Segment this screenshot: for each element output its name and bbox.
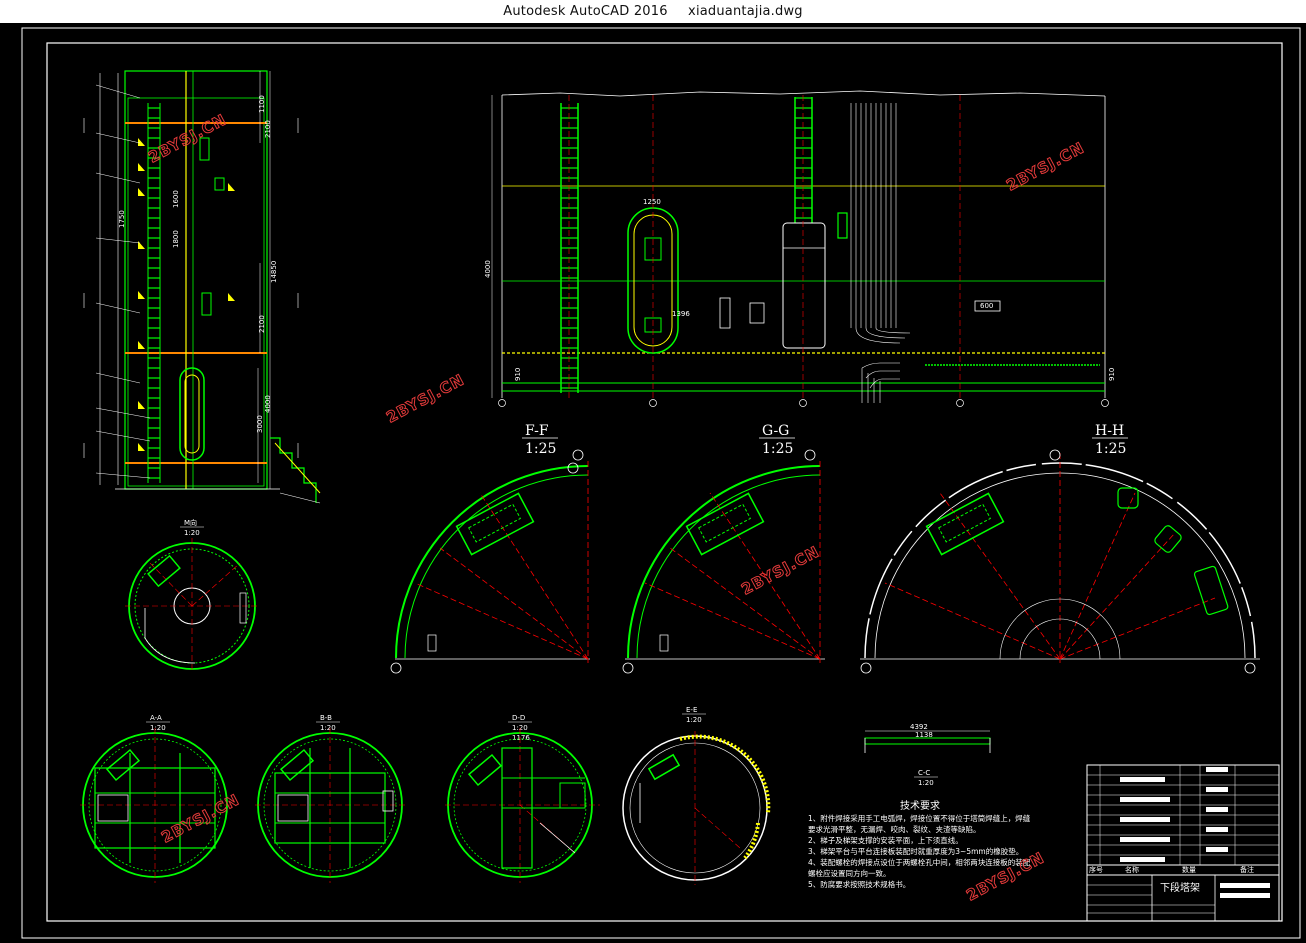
- section-gg-scale: 1:25: [762, 441, 793, 457]
- section-cc: 4392 1138 C-C 1:20: [864, 723, 991, 787]
- dim-1800: 1800: [172, 230, 180, 248]
- section-aa: A-A 1:20: [80, 714, 230, 883]
- drawing-name: 下段塔架: [1160, 881, 1200, 894]
- tech-line-3: 2、梯子及梯架支撑的安装平面，上下须直线。: [808, 835, 963, 845]
- dim-3000-low: 3000: [256, 415, 264, 433]
- watermark-6: 2BYSJ.CN: [963, 848, 1047, 904]
- section-aa-scale: 1:20: [150, 724, 166, 732]
- dim-910-right: 910: [1108, 368, 1116, 381]
- tower-unrolled-elevation: 1250 1396 600 4000 910 910: [484, 90, 1116, 407]
- dim-4000-low: 4000: [264, 395, 272, 413]
- watermarks: 2BYSJ.CN 2BYSJ.CN 2BYSJ.CN 2BYSJ.CN 2BYS…: [145, 110, 1088, 905]
- dim-2100-mid: 2100: [258, 315, 266, 333]
- section-bb-scale: 1:20: [320, 724, 336, 732]
- app-name: Autodesk AutoCAD 2016: [503, 4, 668, 19]
- watermark-5: 2BYSJ.CN: [158, 790, 242, 846]
- dim-1138: 1138: [915, 731, 933, 739]
- section-dd: D-D 1:20 1176: [445, 714, 600, 883]
- dim-1176: 1176: [512, 734, 530, 742]
- section-aa-title: A-A: [150, 714, 162, 722]
- title-block: 序号 名称 数量 备注 下段塔架: [1086, 764, 1280, 922]
- tb-header-no: 序号: [1089, 865, 1103, 874]
- section-hh-scale: 1:25: [1095, 441, 1126, 457]
- section-hh-title: H-H: [1095, 423, 1124, 439]
- section-bb-title: B-B: [320, 714, 332, 722]
- watermark-3: 2BYSJ.CN: [383, 370, 467, 426]
- tech-line-7: 5、防腐要求按照技术规格书。: [808, 879, 910, 889]
- section-ee-title: E-E: [686, 706, 697, 714]
- view-m: M向 1:20: [125, 518, 260, 673]
- view-m-title: M向: [184, 518, 197, 527]
- window-title-bar: Autodesk AutoCAD 2016 xiaduantajia.dwg: [0, 0, 1306, 23]
- section-hh: H-H 1:25: [860, 423, 1260, 674]
- section-ff: F-F 1:25: [390, 423, 590, 674]
- dim-600: 600: [980, 302, 993, 310]
- outer-frame: [21, 27, 1301, 939]
- file-name: xiaduantajia.dwg: [688, 4, 803, 19]
- tech-line-6: 螺栓应设置同方向一致。: [808, 868, 891, 878]
- dim-1750: 1750: [118, 210, 126, 228]
- dim-4392: 4392: [910, 723, 928, 731]
- left-elevation-view: 14850 1100 2100 2100 4000 3000 1600 1800…: [83, 70, 321, 504]
- dim-2100-top: 2100: [264, 120, 272, 138]
- section-ee: E-E 1:20: [622, 706, 771, 885]
- tb-header-qty: 数量: [1182, 865, 1196, 874]
- section-dd-title: D-D: [512, 714, 525, 722]
- tech-line-1: 1、附件焊接采用手工电弧焊，焊接位置不得位于塔筒焊缝上，焊缝: [808, 813, 1031, 823]
- section-cc-scale: 1:20: [918, 779, 934, 787]
- view-m-scale: 1:20: [184, 529, 200, 537]
- dim-4000-top: 4000: [484, 260, 492, 278]
- section-cc-title: C-C: [918, 769, 930, 777]
- watermark-4: 2BYSJ.CN: [738, 542, 822, 598]
- dim-1100-top: 1100: [258, 95, 266, 113]
- section-ff-scale: 1:25: [525, 441, 556, 457]
- tech-line-5: 4、装配螺栓的焊接点设位于两螺栓孔中间，相邻两块连接板的装配: [808, 857, 1031, 867]
- tb-header-note: 备注: [1240, 865, 1254, 874]
- section-bb: B-B 1:20: [255, 714, 405, 883]
- drawing-canvas[interactable]: 14850 1100 2100 2100 4000 3000 1600 1800…: [0, 23, 1306, 943]
- section-gg: G-G 1:25: [622, 423, 825, 674]
- dim-1396: 1396: [672, 310, 690, 318]
- section-ee-scale: 1:20: [686, 716, 702, 724]
- dim-total-height: 14850: [270, 261, 278, 283]
- tech-line-2: 要求光滑平整，无漏焊、咬肉、裂纹、夹渣等缺陷。: [808, 824, 981, 834]
- section-gg-title: G-G: [762, 423, 789, 439]
- inner-frame: [46, 42, 1283, 922]
- dim-1250: 1250: [643, 198, 661, 206]
- tech-title: 技术要求: [900, 799, 940, 812]
- tech-line-4: 3、梯架平台与平台连接板装配时就重厚度为3~5mm的橡胶垫。: [808, 846, 1023, 856]
- section-ff-title: F-F: [525, 423, 549, 439]
- technical-requirements: 技术要求 1、附件焊接采用手工电弧焊，焊接位置不得位于塔筒焊缝上，焊缝 要求光滑…: [808, 799, 1031, 889]
- tb-header-name: 名称: [1125, 865, 1139, 874]
- dim-1600: 1600: [172, 190, 180, 208]
- dim-910-left: 910: [514, 368, 522, 381]
